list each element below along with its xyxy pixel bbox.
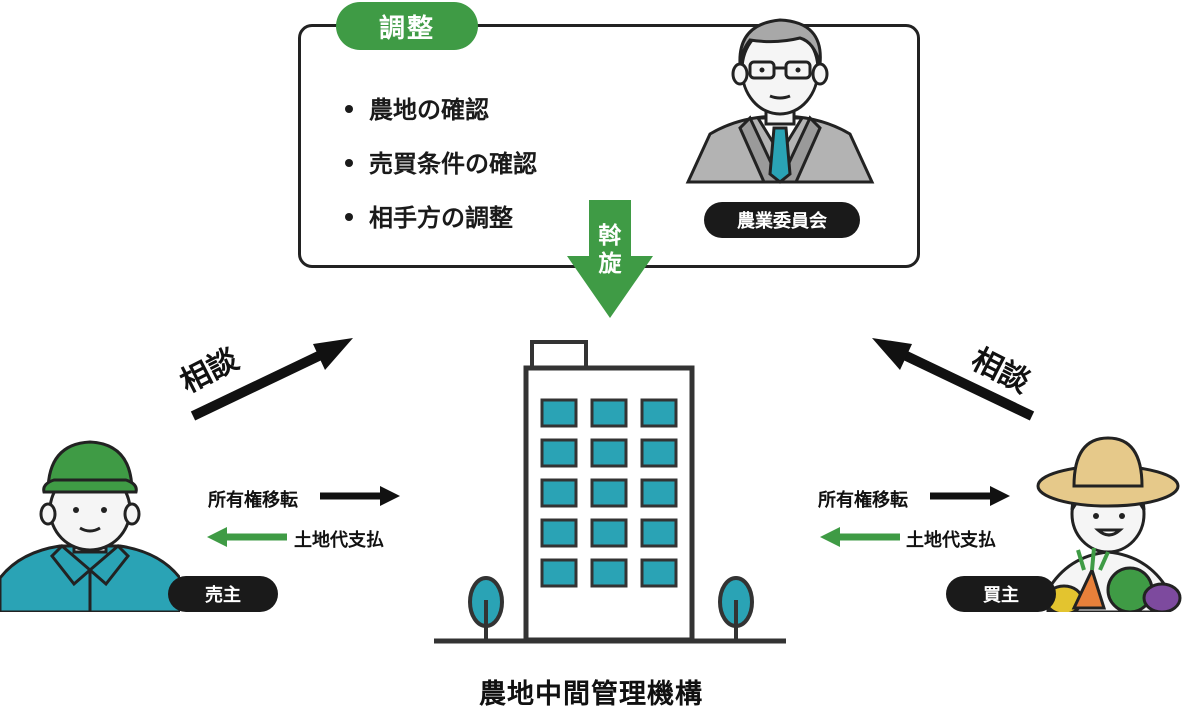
seller-payment-arrow [207, 527, 287, 547]
consult-arrow-right [872, 338, 1035, 421]
seller-label: 売主 [168, 576, 278, 612]
seller-transfer-label: 所有権移転 [208, 490, 298, 511]
seller-transfer-arrow [320, 486, 400, 506]
buyer-payment-arrow [820, 527, 900, 547]
mediation-label: 斡 旋 [588, 222, 632, 278]
consult-arrow-left [190, 338, 353, 421]
seller-illustration [0, 440, 180, 612]
seller-payment-label: 土地代支払 [294, 530, 384, 551]
list-item: 相手方の調整 [345, 198, 513, 233]
buyer-illustration [1036, 436, 1182, 612]
mediation-arrow [567, 200, 653, 318]
list-item-text: 相手方の調整 [369, 204, 513, 232]
list-item: 売買条件の確認 [345, 144, 537, 179]
mediation-label-line2: 旋 [598, 251, 622, 277]
list-item: 農地の確認 [345, 90, 489, 125]
building-illustration [434, 340, 786, 644]
organization-name: 農地中間管理機構 [479, 679, 703, 710]
buyer-payment-label: 土地代支払 [906, 530, 996, 551]
list-item-text: 売買条件の確認 [369, 150, 537, 178]
buyer-transfer-arrow [930, 486, 1010, 506]
buyer-transfer-label: 所有権移転 [818, 490, 908, 511]
committee-person-illustration [685, 18, 875, 184]
committee-label: 農業委員会 [704, 202, 860, 238]
mediation-label-line1: 斡 [598, 223, 622, 249]
buyer-label: 買主 [946, 576, 1056, 612]
list-item-text: 農地の確認 [369, 96, 489, 124]
coordination-title: 調整 [336, 2, 478, 50]
